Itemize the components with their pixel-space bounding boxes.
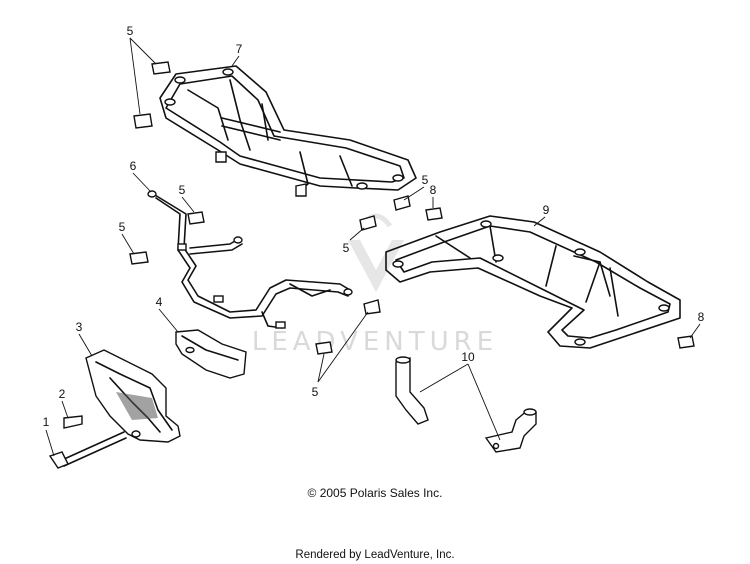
callout-8-a: 8 [430, 183, 437, 197]
bolt-5-c [187, 211, 205, 225]
bolt-5-a [151, 61, 171, 75]
bolt-5-g [363, 299, 381, 315]
callout-6: 6 [130, 159, 137, 173]
callout-5-d: 5 [422, 173, 429, 187]
callout-1: 1 [43, 415, 50, 429]
callout-5-e: 5 [343, 241, 350, 255]
leader-lines [45, 37, 701, 457]
front-rack-part-7 [159, 65, 417, 197]
watermark-text: LEADVENTURE [252, 327, 498, 357]
watermark: LEADVENTURE [252, 213, 498, 357]
bolt-8-b [677, 335, 695, 349]
bolt-5-h [315, 341, 333, 355]
bolt-5-e [393, 195, 411, 211]
callout-2: 2 [59, 387, 66, 401]
copyright-text: © 2005 Polaris Sales Inc. [307, 486, 443, 500]
bolt-5-d [129, 251, 149, 265]
rear-rack-part-9 [385, 215, 681, 349]
callout-labels: 1 2 3 4 5 5 5 5 5 5 6 7 8 8 9 10 [43, 24, 705, 429]
callout-4: 4 [156, 295, 163, 309]
callout-5-c: 5 [119, 220, 126, 234]
bolt-5-f [359, 215, 377, 231]
callout-5-a: 5 [127, 24, 134, 38]
bracket-part-4 [175, 329, 247, 379]
fasteners [129, 61, 695, 355]
callout-7: 7 [236, 42, 243, 56]
callout-3: 3 [76, 320, 83, 334]
callout-5-b: 5 [179, 183, 186, 197]
screw-part-2 [63, 415, 83, 429]
bolt-part-1 [48, 431, 127, 469]
callout-5-f: 5 [312, 385, 319, 399]
bumper-part-3 [85, 349, 181, 443]
callout-10: 10 [461, 350, 475, 364]
rendered-by-text: Rendered by LeadVenture, Inc. [295, 549, 455, 561]
callout-9: 9 [543, 203, 550, 217]
callout-8-b: 8 [698, 310, 705, 324]
bolt-5-b [133, 113, 153, 129]
bolt-8-a [425, 207, 443, 221]
tube-part-6 [147, 190, 353, 329]
mount-bracket-part-10 [395, 356, 537, 453]
